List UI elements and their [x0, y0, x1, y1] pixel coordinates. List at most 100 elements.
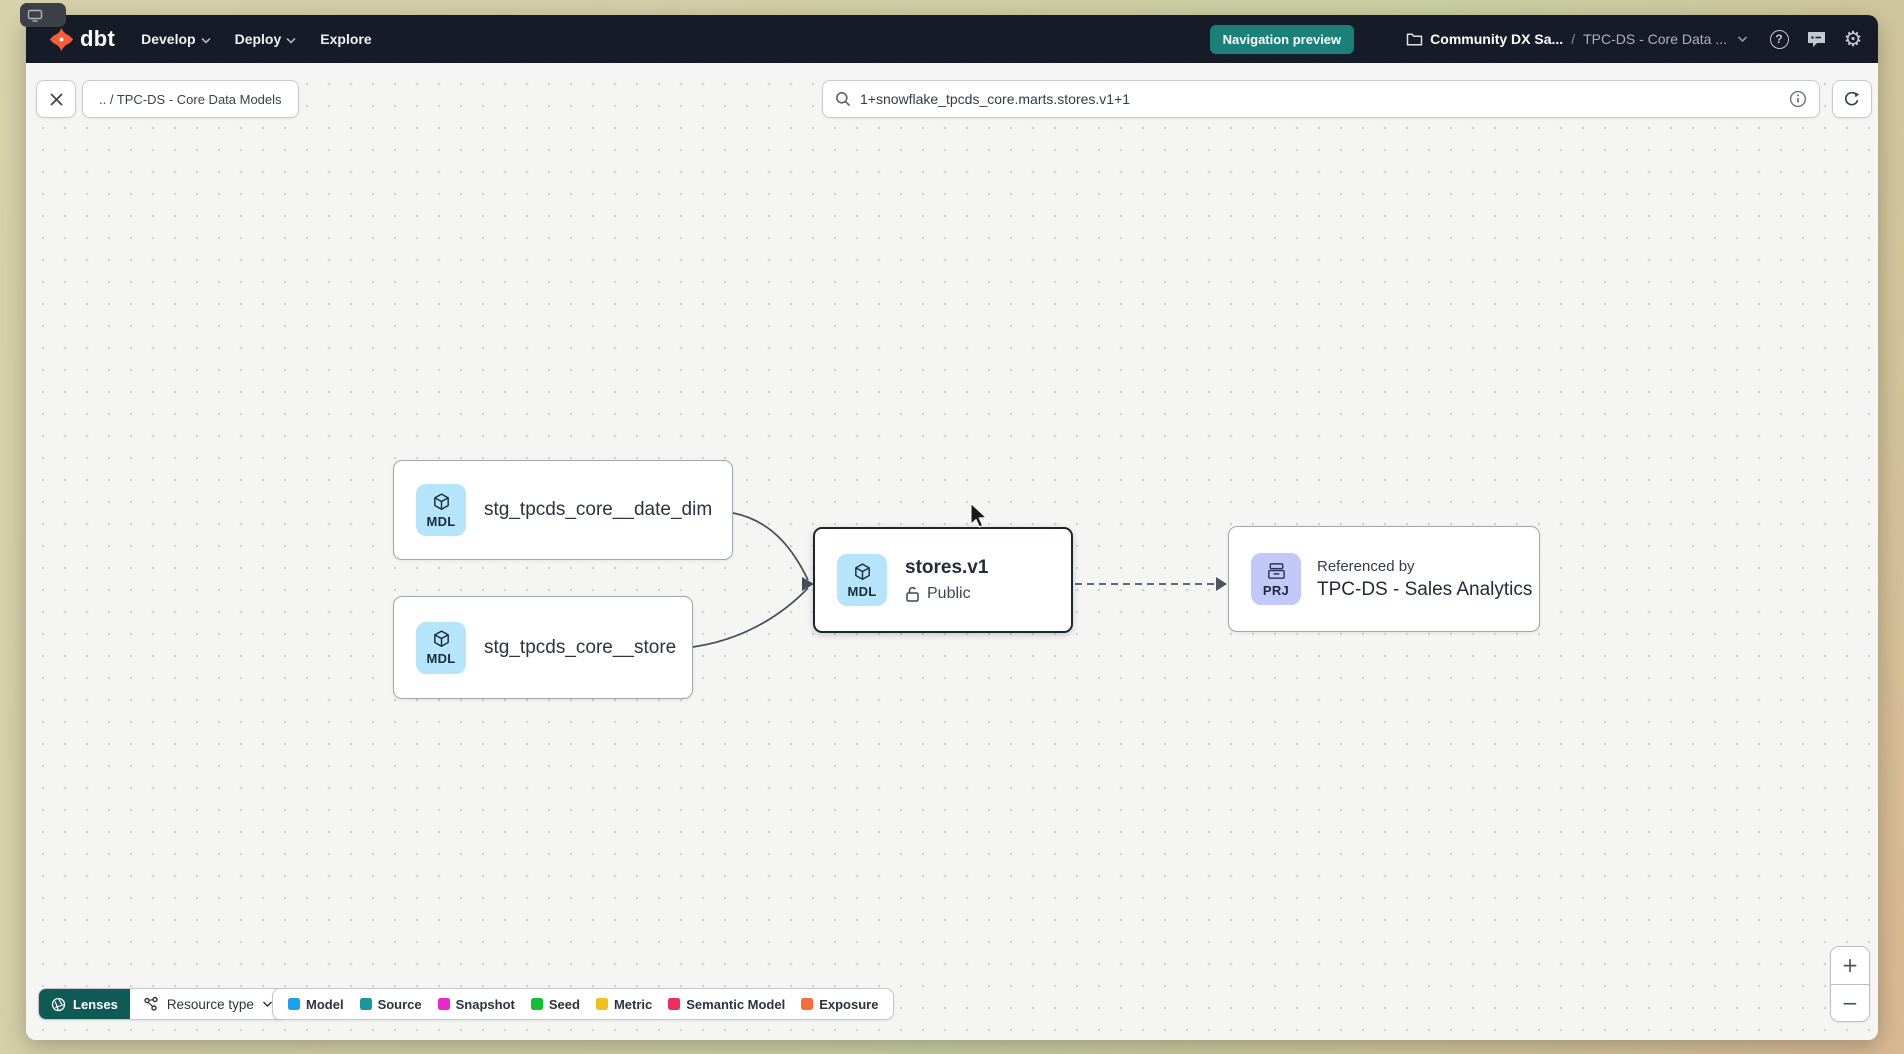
node-label: stg_tpcds_core__store	[484, 636, 677, 658]
project-icon	[1267, 562, 1285, 579]
legend-swatch	[359, 998, 372, 1010]
badge-label: MDL	[426, 513, 456, 529]
feedback-icon	[1807, 31, 1825, 47]
lenses-button[interactable]: Lenses	[39, 989, 130, 1019]
main-menu: Develop Deploy Explore	[141, 31, 372, 47]
navbar-icons: ? ⚙	[1768, 28, 1864, 50]
node-stores-v1[interactable]: MDL stores.v1 Public	[813, 527, 1073, 633]
legend-item-model: Model	[288, 997, 344, 1012]
legend-swatch	[801, 998, 814, 1010]
navigation-preview-badge[interactable]: Navigation preview	[1209, 24, 1355, 54]
legend-label: Snapshot	[455, 996, 515, 1012]
dbt-logo-icon	[49, 27, 74, 51]
chevron-down-icon[interactable]	[1737, 35, 1748, 43]
edge-date-dim-to-stores	[732, 512, 809, 581]
menu-deploy-label: Deploy	[234, 31, 282, 47]
legend-label: Model	[306, 996, 344, 1012]
legend-item-exposure: Exposure	[801, 997, 878, 1012]
legend-item-metric: Metric	[595, 996, 653, 1012]
project-badge: PRJ	[1251, 553, 1301, 605]
folder-icon	[1406, 32, 1423, 46]
node-referenced-project[interactable]: PRJ Referenced by TPC-DS - Sales Analyti…	[1228, 526, 1540, 632]
resource-type-dropdown[interactable]: Resource type	[129, 989, 286, 1019]
legend-item-source: Source	[359, 996, 422, 1012]
legend-label: Seed	[548, 996, 580, 1012]
legend-item-seed: Seed	[530, 996, 580, 1012]
node-access: Public	[905, 585, 988, 603]
search-icon	[836, 92, 851, 107]
close-button[interactable]	[36, 80, 76, 118]
legend-label: Metric	[613, 996, 653, 1012]
edge-arrowhead	[1216, 577, 1227, 591]
zoom-out-button[interactable]: −	[1831, 983, 1869, 1021]
info-icon[interactable]	[1789, 90, 1807, 108]
legend-swatch	[595, 998, 608, 1010]
badge-label: MDL	[426, 651, 456, 666]
resource-legend: Model Source Snapshot Seed Metric Semant…	[272, 988, 895, 1020]
lenses-resource-control: Lenses Resource type	[38, 988, 287, 1020]
chevron-down-icon	[201, 37, 211, 44]
breadcrumb-project-label: Community DX Sa...	[1430, 31, 1564, 47]
legend-item-snapshot: Snapshot	[437, 996, 515, 1012]
lineage-path-chip[interactable]: .. / TPC-DS - Core Data Models	[82, 80, 299, 118]
badge-label: MDL	[847, 583, 877, 599]
help-button[interactable]: ?	[1768, 28, 1790, 50]
legend-item-semantic-model: Semantic Model	[668, 997, 785, 1012]
mouse-cursor	[970, 503, 988, 528]
navbar-right: Navigation preview Community DX Sa... / …	[1209, 24, 1864, 54]
help-icon: ?	[1769, 29, 1789, 49]
breadcrumb-project[interactable]: Community DX Sa...	[1406, 31, 1563, 47]
menu-deploy[interactable]: Deploy	[235, 31, 297, 47]
legend-swatch	[530, 998, 543, 1010]
close-icon	[49, 92, 63, 106]
monitor-icon	[27, 9, 43, 22]
lineage-search-bar[interactable]	[822, 80, 1820, 118]
dbt-logo-text: dbt	[80, 26, 116, 51]
cube-icon	[854, 562, 870, 580]
breadcrumb-page-label: TPC-DS - Core Data ...	[1583, 31, 1727, 47]
lineage-canvas[interactable]: .. / TPC-DS - Core Data Models	[26, 63, 1878, 1040]
dbt-logo[interactable]: dbt	[48, 26, 115, 53]
breadcrumb[interactable]: Community DX Sa... / TPC-DS - Core Data …	[1406, 31, 1748, 47]
model-badge: MDL	[416, 484, 466, 536]
menu-explore[interactable]: Explore	[320, 31, 371, 47]
menu-develop-label: Develop	[141, 31, 196, 47]
settings-button[interactable]: ⚙	[1842, 28, 1864, 50]
node-access-label: Public	[927, 585, 971, 602]
gear-icon: ⚙	[1843, 26, 1863, 51]
screen-share-indicator	[20, 3, 66, 27]
legend-swatch	[668, 998, 681, 1010]
edge-store-to-stores	[692, 587, 809, 648]
cube-icon	[433, 492, 449, 510]
lenses-icon	[51, 997, 66, 1011]
refresh-icon	[1844, 91, 1860, 106]
lock-open-icon	[906, 586, 919, 602]
lenses-label: Lenses	[73, 996, 118, 1012]
refresh-button[interactable]	[1832, 80, 1872, 118]
zoom-in-button[interactable]: +	[1831, 947, 1869, 984]
legend-label: Semantic Model	[686, 996, 786, 1012]
search-input[interactable]	[860, 91, 1780, 107]
menu-develop[interactable]: Develop	[141, 31, 211, 47]
resource-type-label: Resource type	[166, 996, 254, 1012]
legend-swatch	[437, 998, 450, 1010]
chevron-down-icon	[262, 1001, 272, 1008]
node-label: stg_tpcds_core__date_dim	[484, 499, 713, 520]
legend-swatch	[288, 998, 300, 1010]
node-text-block: Referenced by TPC-DS - Sales Analytics	[1317, 558, 1532, 601]
node-stg-tpcds-core-store[interactable]: MDL stg_tpcds_core__store	[393, 596, 693, 699]
canvas-zoom-controls: + −	[1830, 946, 1870, 1022]
node-label: stores.v1	[905, 557, 989, 578]
legend-label: Exposure	[819, 996, 879, 1012]
badge-label: PRJ	[1262, 582, 1290, 598]
feedback-button[interactable]	[1805, 28, 1827, 50]
chevron-down-icon	[286, 37, 296, 44]
top-navbar: dbt Develop Deploy Explore Navigation pr…	[26, 15, 1878, 63]
node-stg-tpcds-core-date-dim[interactable]: MDL stg_tpcds_core__date_dim	[393, 460, 733, 560]
legend-label: Source	[377, 996, 422, 1012]
cube-icon	[433, 630, 449, 647]
resource-type-icon	[144, 996, 158, 1011]
node-eyebrow: Referenced by	[1317, 557, 1415, 575]
node-label: TPC-DS - Sales Analytics	[1317, 578, 1533, 600]
app-window: dbt Develop Deploy Explore Navigation pr…	[26, 15, 1878, 1040]
